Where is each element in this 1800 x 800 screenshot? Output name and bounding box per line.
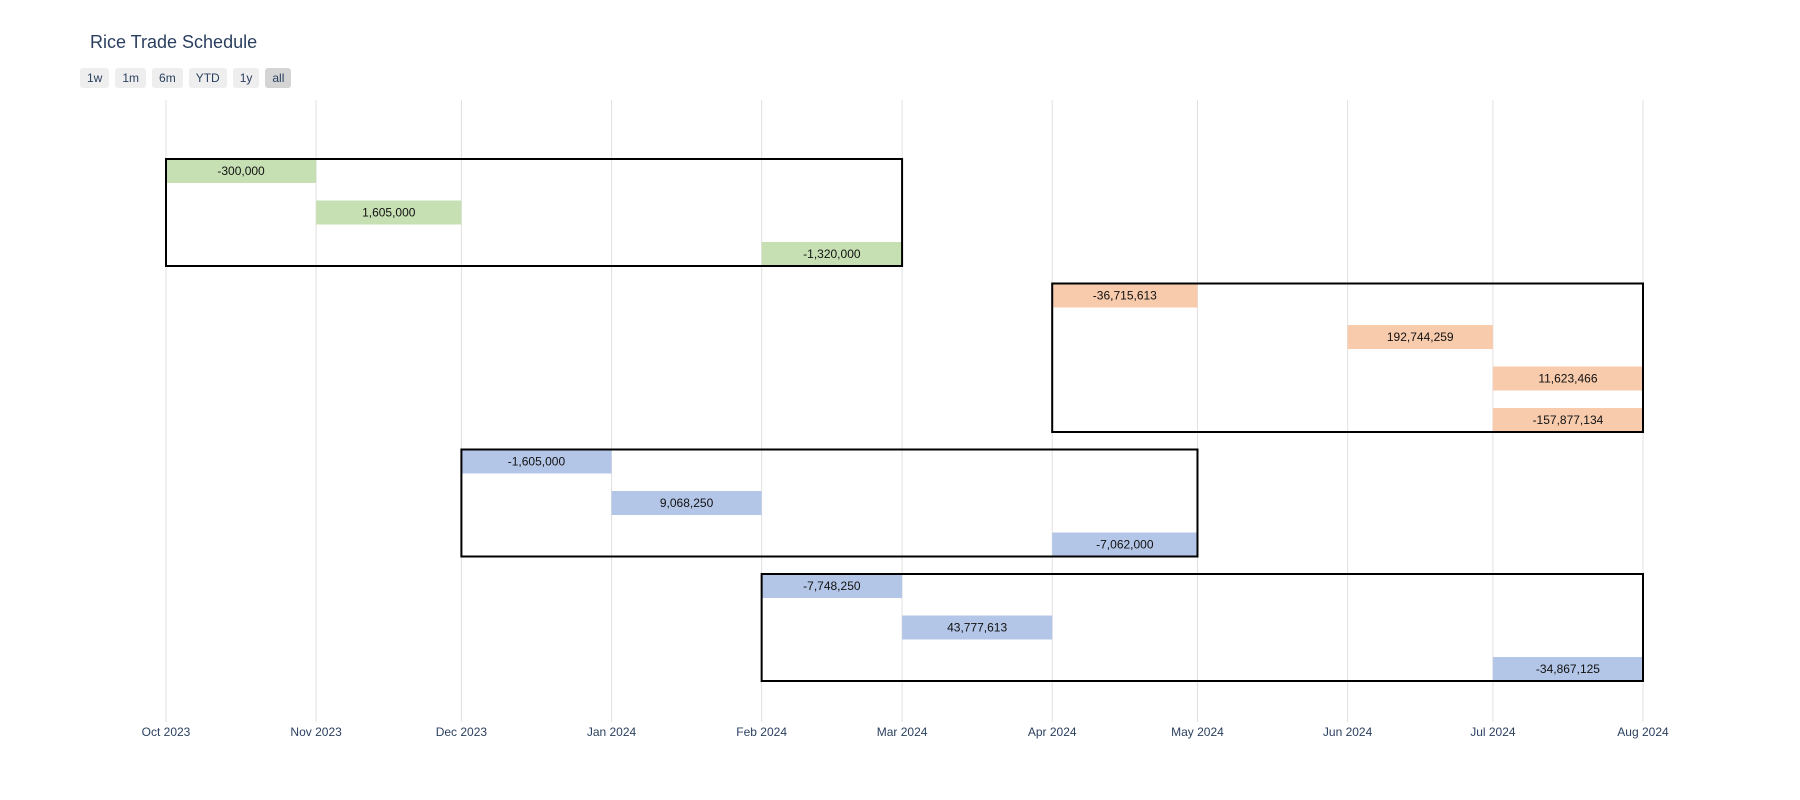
trade-bar bbox=[611, 491, 762, 515]
trade-bar-label: -300,000 bbox=[217, 164, 265, 178]
x-tick-label: Feb 2024 bbox=[736, 725, 787, 739]
x-tick-label: Apr 2024 bbox=[1028, 725, 1077, 739]
trade-bar-label: 1,605,000 bbox=[362, 206, 416, 220]
trade-bar bbox=[1052, 283, 1198, 308]
trade-group-box bbox=[460, 448, 1199, 558]
trade-bar-label: -7,062,000 bbox=[1096, 538, 1154, 552]
chart-title: Rice Trade Schedule bbox=[90, 32, 258, 52]
trade-bar bbox=[761, 242, 903, 266]
trade-group-box bbox=[165, 158, 904, 267]
range-button-1y[interactable]: 1y bbox=[232, 68, 260, 88]
trade-group-box bbox=[760, 573, 1644, 682]
trade-bar-label: 192,744,259 bbox=[1387, 330, 1454, 344]
x-tick-label: Nov 2023 bbox=[290, 725, 342, 739]
trade-group-box bbox=[1051, 282, 1644, 433]
x-tick-label: Jan 2024 bbox=[587, 725, 637, 739]
trade-bar bbox=[1492, 657, 1643, 681]
trade-bar-label: -7,748,250 bbox=[803, 579, 861, 593]
trade-bar bbox=[902, 615, 1053, 640]
trade-bar-label: -36,715,613 bbox=[1093, 289, 1157, 303]
x-tick-label: Aug 2024 bbox=[1617, 725, 1669, 739]
trade-bar-label: -157,877,134 bbox=[1533, 413, 1604, 427]
trade-bar bbox=[1492, 366, 1643, 391]
trade-bar bbox=[1492, 408, 1643, 432]
trade-bar-label: 9,068,250 bbox=[660, 496, 714, 510]
trade-bar-label: -34,867,125 bbox=[1536, 662, 1600, 676]
range-button-ytd[interactable]: YTD bbox=[188, 68, 227, 88]
trade-bar bbox=[316, 200, 462, 225]
range-selector: 1w 1m 6m YTD 1y all bbox=[80, 68, 292, 88]
range-button-1m[interactable]: 1m bbox=[115, 68, 147, 88]
trade-bar bbox=[461, 449, 612, 474]
x-tick-label: Oct 2023 bbox=[142, 725, 191, 739]
range-button-1w[interactable]: 1w bbox=[80, 68, 110, 88]
x-tick-label: May 2024 bbox=[1171, 725, 1224, 739]
trade-bar bbox=[1052, 532, 1198, 557]
trade-bar bbox=[166, 159, 317, 183]
range-button-all[interactable]: all bbox=[265, 68, 292, 88]
trade-bar-label: 11,623,466 bbox=[1538, 372, 1597, 386]
x-tick-label: Jul 2024 bbox=[1470, 725, 1516, 739]
trade-bar-label: -1,605,000 bbox=[508, 455, 566, 469]
range-button-6m[interactable]: 6m bbox=[152, 68, 183, 88]
trade-bar bbox=[1347, 325, 1493, 349]
x-tick-label: Jun 2024 bbox=[1323, 725, 1373, 739]
x-tick-label: Mar 2024 bbox=[877, 725, 928, 739]
trade-bar bbox=[761, 574, 903, 598]
x-tick-label: Dec 2023 bbox=[436, 725, 488, 739]
trade-bar-label: 43,777,613 bbox=[947, 621, 1007, 635]
trade-bar-label: -1,320,000 bbox=[803, 247, 861, 261]
